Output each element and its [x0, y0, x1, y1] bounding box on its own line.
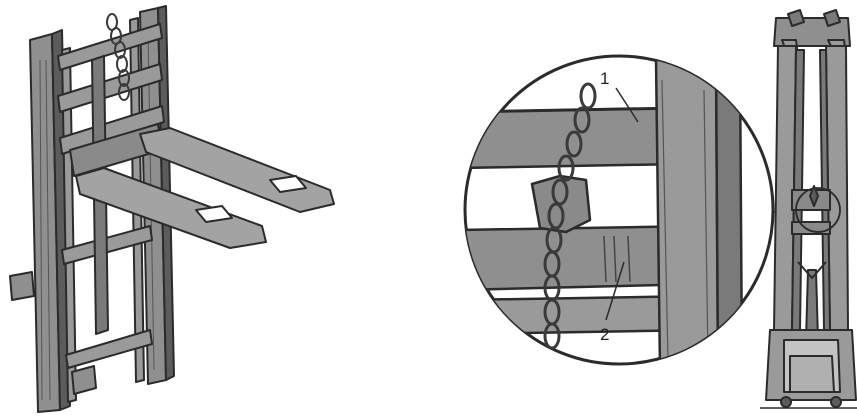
forklift-mast-perspective — [10, 6, 334, 412]
forklift-mast-front — [760, 10, 857, 408]
callout-label-1: 1 — [600, 69, 609, 88]
detail-magnifier: 1 2 — [460, 56, 773, 370]
callout-label-2: 2 — [600, 325, 609, 344]
